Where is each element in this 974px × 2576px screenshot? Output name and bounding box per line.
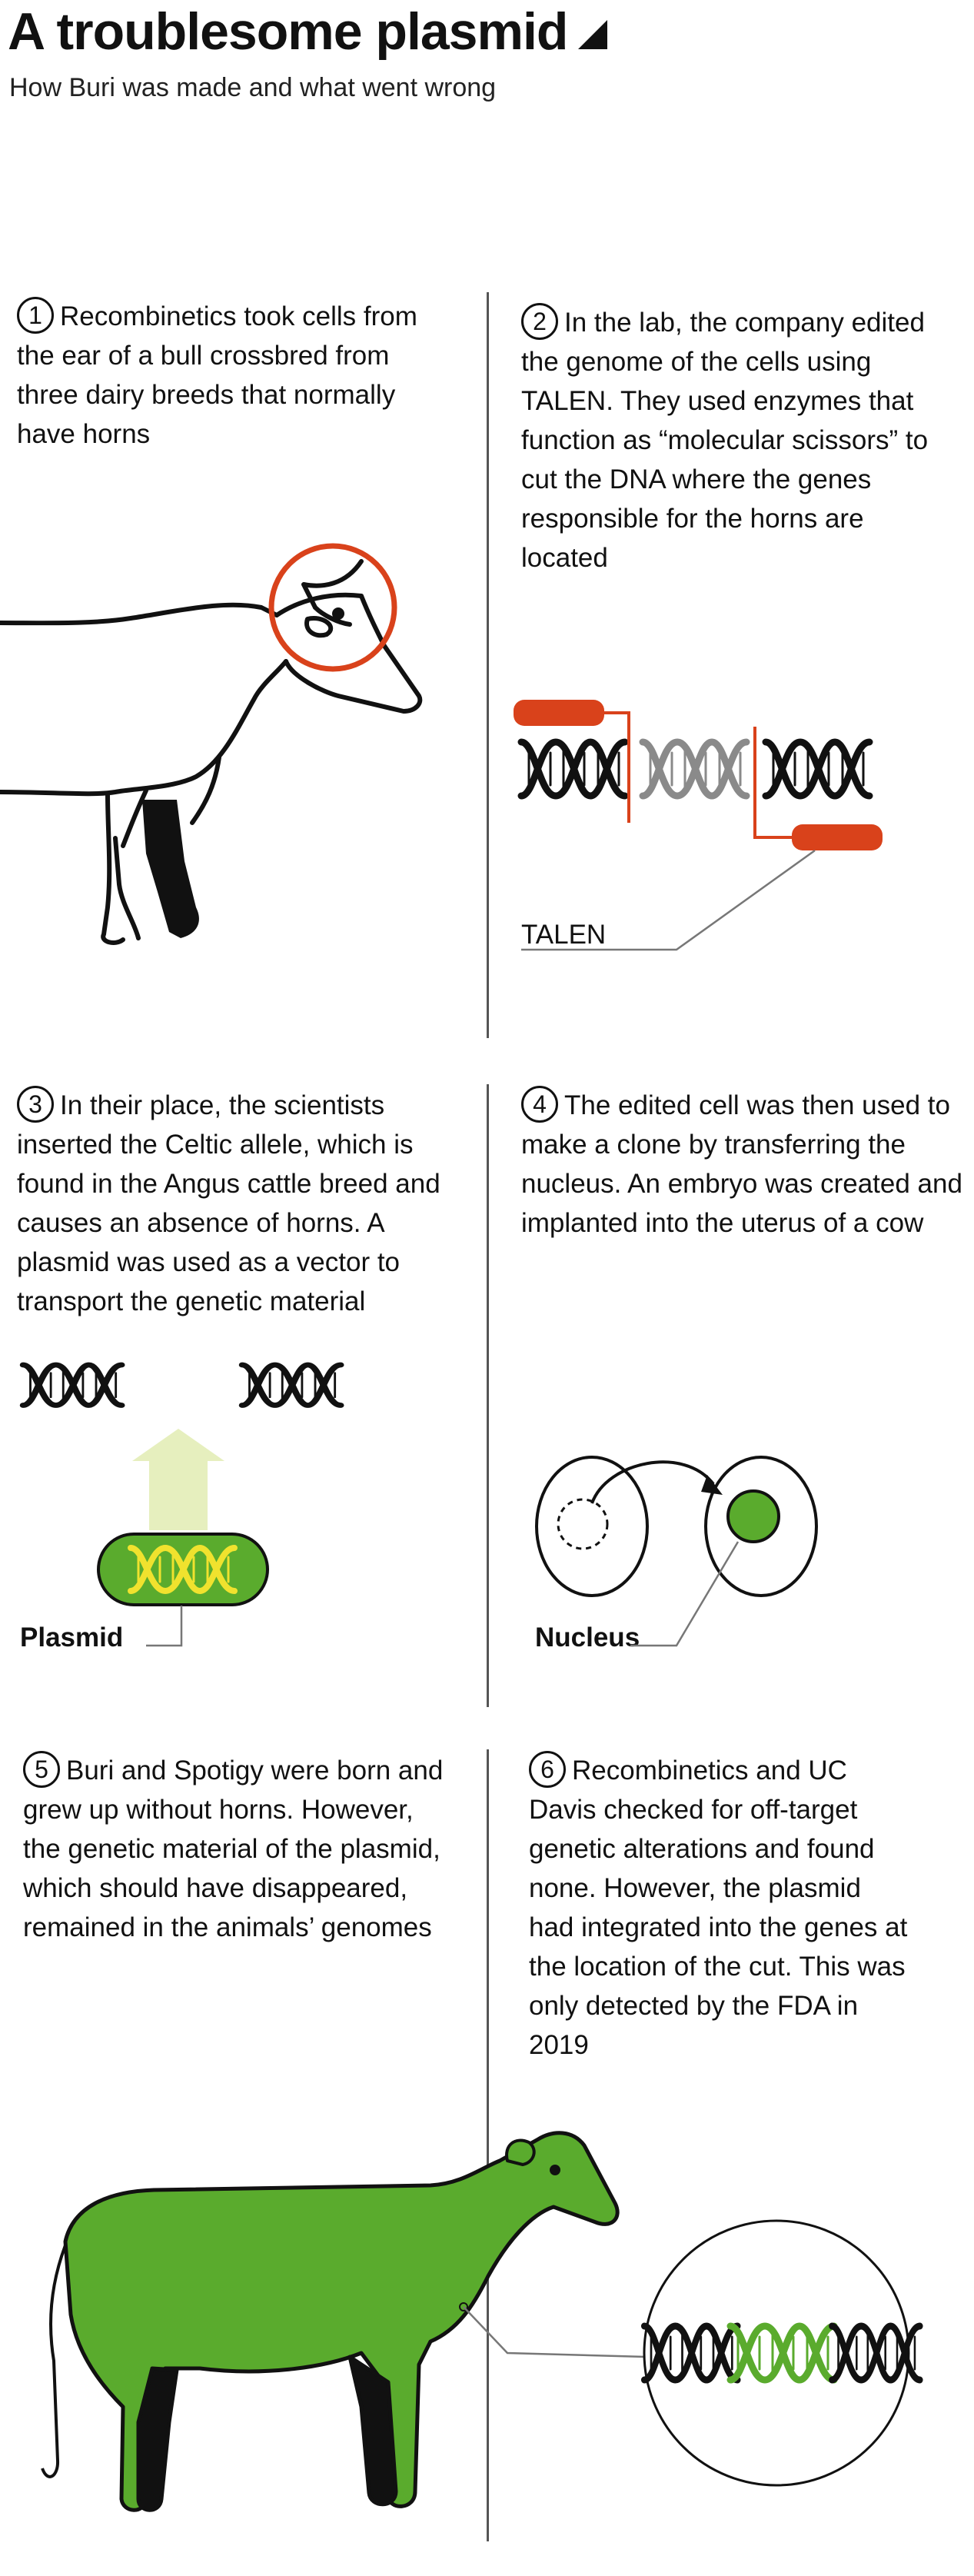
nucleus-label: Nucleus: [535, 1622, 640, 1652]
talen-dna-illustration: [514, 700, 883, 951]
removed-nucleus-outline: [557, 1498, 609, 1550]
step-text: Recombinetics took cells from the ear of…: [17, 301, 417, 449]
divider-row-3: [487, 1749, 489, 2541]
step-number: 5: [23, 1751, 60, 1788]
step-number: 2: [521, 303, 558, 340]
step-text: Buri and Spotigy were born and grew up w…: [23, 1756, 444, 1942]
talen-enzyme-left: [514, 700, 604, 726]
green-cow-illustration: [41, 2131, 620, 2512]
bull-dark-leg-icon: [142, 800, 199, 938]
step-number: 6: [529, 1751, 566, 1788]
step-number: 3: [17, 1086, 54, 1123]
step-number: 1: [17, 297, 54, 334]
donor-cell: [535, 1456, 649, 1597]
ear-highlight-circle: [268, 543, 397, 672]
upward-arrow-icon: [132, 1429, 224, 1530]
magnifier-circle: [643, 2219, 910, 2487]
plasmid-illustration: [23, 1365, 341, 1647]
page-title: A troublesome plasmid: [8, 2, 608, 62]
nucleus-transfer-illustration: [535, 1456, 818, 1647]
sample-point-icon: [459, 2302, 468, 2311]
step-text: Recombinetics and UC Davis checked for o…: [529, 1756, 908, 2060]
page-subtitle: How Buri was made and what went wrong: [9, 73, 497, 102]
divider-row-2: [487, 1084, 489, 1707]
magnified-genome-illustration: [643, 2219, 920, 2487]
talen-label: TALEN: [521, 920, 607, 950]
step-number: 4: [521, 1086, 558, 1123]
cow-eye-icon: [550, 2165, 560, 2175]
step-text: In their place, the scientists inserted …: [17, 1090, 440, 1316]
step-text: The edited cell was then used to make a …: [521, 1090, 962, 1238]
triangle-icon: [578, 20, 608, 49]
step-text: In the lab, the company edited the genom…: [521, 308, 929, 573]
bull-outline-illustration: [0, 559, 423, 945]
talen-enzyme-right: [792, 824, 883, 850]
nucleus-icon: [726, 1489, 780, 1543]
transfer-arrow-icon: [590, 1460, 715, 1504]
divider-row-1: [487, 292, 489, 1038]
plasmid-label: Plasmid: [20, 1622, 124, 1652]
bull-eye-icon: [332, 607, 344, 620]
